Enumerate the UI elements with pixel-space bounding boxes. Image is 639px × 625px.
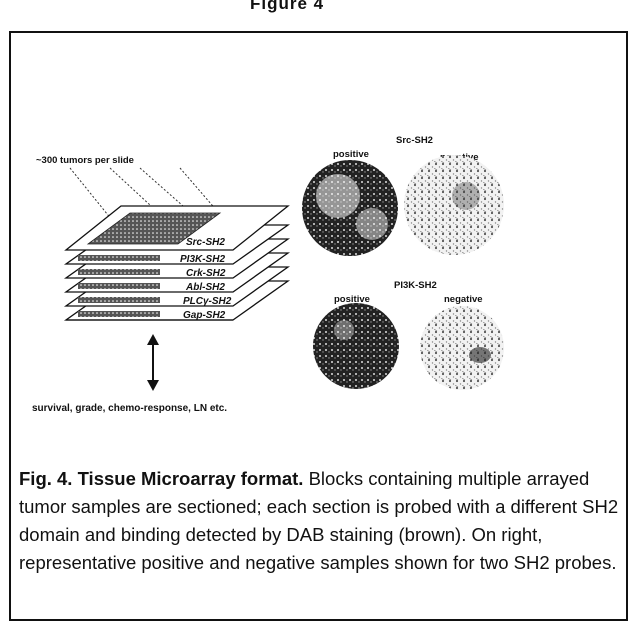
probe-panel-src: Src-SH2 positive negative <box>302 135 504 256</box>
slide-label: Abl-SH2 <box>185 282 225 293</box>
slide-label: Src-SH2 <box>186 237 225 248</box>
negative-sample-image <box>404 155 504 255</box>
outcomes-label: survival, grade, chemo-response, LN etc. <box>32 403 227 414</box>
negative-sample-image <box>420 306 504 390</box>
figure-caption: Fig. 4. Tissue Microarray format. Blocks… <box>19 465 619 577</box>
positive-sample-image <box>313 303 399 389</box>
positive-label: positive <box>333 149 369 160</box>
slide-label: PI3K-SH2 <box>180 254 225 265</box>
probe-title: Src-SH2 <box>396 135 433 146</box>
annotation-tumors-per-slide: ~300 tumors per slide <box>36 155 134 166</box>
double-arrow-icon <box>147 334 159 391</box>
slide-label: PLCγ-SH2 <box>183 296 232 307</box>
probe-panel-pi3k: PI3K-SH2 positive negative <box>313 280 504 390</box>
probe-title: PI3K-SH2 <box>394 280 437 291</box>
slide-label: Crk-SH2 <box>186 268 226 279</box>
slide-label: Gap-SH2 <box>183 310 226 321</box>
caption-heading: Fig. 4. Tissue Microarray format. <box>19 468 303 489</box>
slide-stack: Gap-SH2 PLCγ-SH2 Abl-SH2 Crk-SH2 PI3K-SH… <box>66 206 288 321</box>
negative-label: negative <box>444 294 483 305</box>
